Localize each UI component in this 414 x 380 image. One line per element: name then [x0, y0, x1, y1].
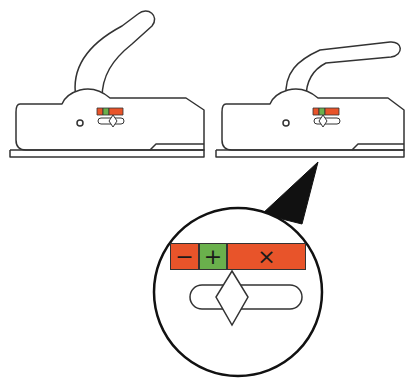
- bolt-hole: [77, 120, 83, 126]
- left-coupling: [10, 11, 204, 157]
- base-plate: [10, 150, 204, 157]
- base-plate: [216, 150, 404, 157]
- cross-indicator: ×: [227, 243, 306, 270]
- minus-indicator: −: [170, 243, 199, 270]
- coupling-body: [222, 89, 404, 150]
- small-indicator-plus: [319, 108, 325, 115]
- small-indicator-cross: [325, 108, 339, 115]
- indicator-symbol: −: [175, 246, 193, 268]
- plus-indicator: +: [199, 243, 227, 270]
- base-step: [150, 144, 204, 150]
- bolt-hole: [283, 120, 289, 126]
- coupling-handle: [75, 11, 155, 98]
- zoom-circle: [154, 208, 322, 376]
- base-step: [352, 144, 404, 150]
- indicator-symbol: +: [204, 246, 222, 268]
- small-pointer: [319, 115, 327, 127]
- small-indicator-minus: [313, 108, 319, 115]
- small-pointer: [109, 115, 117, 127]
- indicator-symbol: ×: [257, 246, 275, 268]
- small-indicator-minus: [97, 108, 103, 115]
- small-indicator-cross: [109, 108, 123, 115]
- right-coupling: [216, 42, 404, 157]
- indicator-pointer: [216, 271, 248, 325]
- coupling-body: [16, 89, 204, 150]
- small-indicator-plus: [103, 108, 109, 115]
